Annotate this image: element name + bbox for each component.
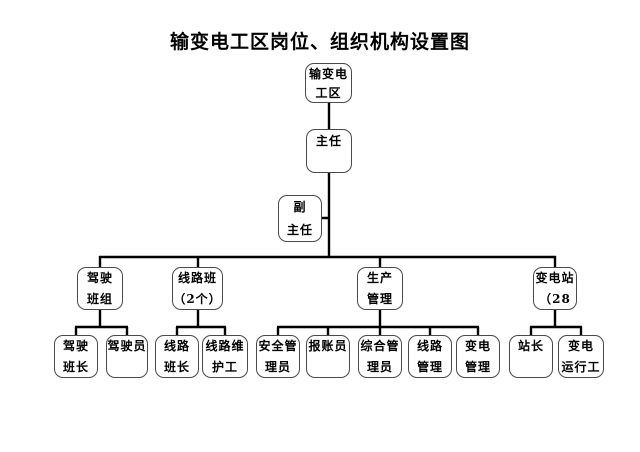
node-label-line2: 班组 [86, 291, 113, 306]
node-substation: 变电站 （28 [533, 267, 577, 310]
node-label-line1: 变电 [464, 339, 491, 354]
node-line-crew: 线路班 （2个） [172, 267, 223, 310]
node-line-admin: 线路 管理 [408, 335, 452, 378]
node-label-line1: 站长 [517, 339, 544, 354]
node-label-line2: （2个） [173, 291, 222, 306]
node-driving-leader: 驾驶 班长 [54, 335, 98, 378]
node-label-line1: 生产 [366, 271, 393, 286]
node-deputy-director: 副 主任 [278, 195, 322, 242]
node-label-line2: 主任 [286, 222, 313, 237]
node-label-line2: 理员 [264, 359, 291, 374]
node-substation-operator: 变电 运行工 [558, 335, 604, 378]
node-label-line1: 综合管 [360, 339, 400, 354]
node-label-line1: 安全管 [258, 339, 298, 354]
node-station-chief: 站长 [509, 335, 553, 378]
node-label-line2: 管理 [416, 359, 443, 374]
node-accountant: 报账员 [306, 335, 350, 378]
node-driver: 驾驶员 [106, 335, 148, 378]
node-label-line2: 班长 [62, 359, 89, 374]
node-label-line2 [307, 357, 349, 378]
node-safety-admin: 安全管 理员 [256, 335, 300, 378]
node-root: 输变电 工区 [305, 63, 352, 103]
node-label-line1: 线路 [163, 339, 190, 354]
node-line-leader: 线路 班长 [155, 335, 199, 378]
node-line-maintainer: 线路维 护工 [202, 335, 248, 378]
node-label-line2: 理员 [366, 359, 393, 374]
node-label-line2 [510, 357, 552, 378]
node-label-line2: 管理 [464, 359, 491, 374]
node-label-line1: 驾驶 [86, 271, 113, 286]
node-director: 主任 [306, 129, 352, 173]
chart-title: 输变电工区岗位、组织机构设置图 [169, 31, 470, 53]
node-label-line1: 变电 [567, 339, 594, 354]
node-driving-team: 驾驶 班组 [77, 267, 123, 310]
node-label-line1: 主任 [315, 133, 342, 148]
node-label-line1: 驾驶 [62, 339, 89, 354]
node-label-line1: 线路维 [205, 339, 245, 354]
node-substation-admin: 变电 管理 [456, 335, 500, 378]
node-label-line2: （28 [539, 291, 571, 306]
node-label-line1: 输变电 [308, 66, 348, 81]
node-label-line2: 护工 [211, 359, 238, 374]
node-label-line2: 管理 [366, 291, 393, 306]
node-label-line1: 报账员 [308, 339, 348, 354]
node-label-line2 [307, 151, 351, 172]
node-label-line2: 班长 [163, 359, 190, 374]
node-label-line2: 运行工 [561, 359, 601, 374]
node-label-line1: 驾驶员 [107, 339, 147, 354]
node-production-mgmt: 生产 管理 [357, 267, 403, 310]
node-label-line1: 线路 [416, 339, 443, 354]
node-general-admin: 综合管 理员 [358, 335, 402, 378]
node-label-line1: 副 [293, 200, 307, 215]
node-label-line1: 变电站 [535, 271, 575, 286]
node-label-line1: 线路班 [177, 271, 217, 286]
node-label-line2: 工区 [315, 85, 342, 100]
node-label-line2 [107, 357, 147, 378]
